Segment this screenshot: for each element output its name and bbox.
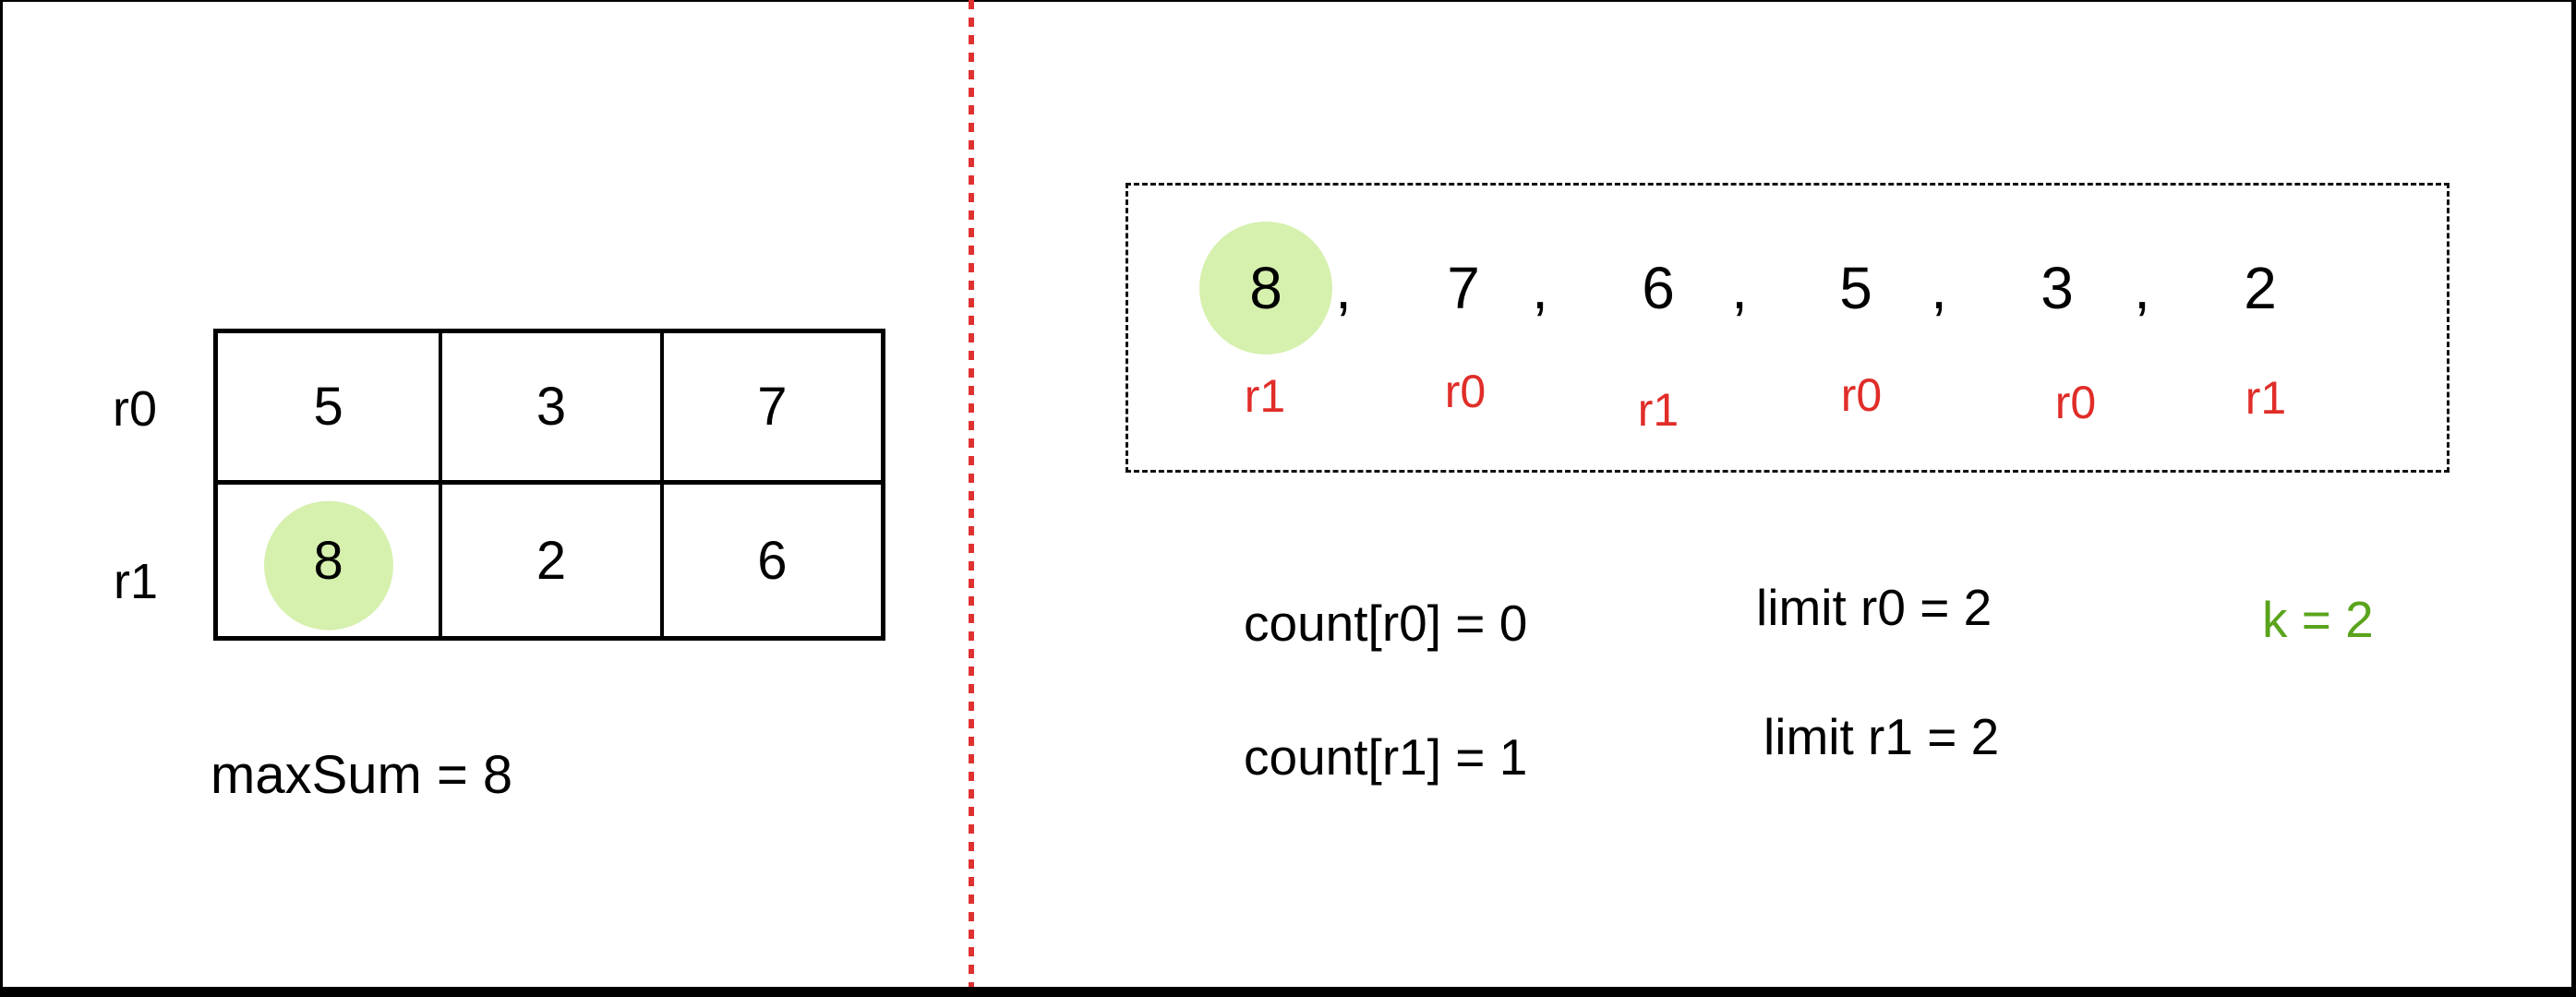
grid-cell-value: 2 [536, 530, 567, 591]
grid-cell-r1c0: 8 [218, 485, 439, 636]
count-r0-label: count[r0] = 0 [1244, 595, 1528, 652]
sequence-dashed-box [1125, 183, 2450, 473]
sequence-separator: , [2134, 255, 2150, 321]
grid-row-label-r0: r0 [112, 381, 157, 437]
sequence-separator: , [1931, 255, 1947, 321]
grid-cell-r0c1: 3 [439, 333, 660, 485]
grid-cell-value: 7 [757, 377, 788, 437]
highlight-circle [1199, 222, 1332, 354]
limit-r0-label: limit r0 = 2 [1756, 579, 1992, 636]
grid-cell-value: 8 [313, 530, 343, 591]
sequence-row-label: r1 [1244, 370, 1286, 422]
sequence-separator: , [1532, 255, 1548, 321]
red-dashed-divider [969, 0, 974, 987]
grid-cell-r1c1: 2 [439, 485, 659, 636]
sequence-value: 6 [1642, 255, 1675, 321]
sequence-value: 5 [1839, 255, 1872, 321]
grid-cell-value: 6 [757, 530, 788, 591]
sequence-row-label: r1 [1637, 384, 1679, 436]
sequence-separator: , [1731, 255, 1748, 321]
grid-cell-value: 3 [536, 377, 567, 437]
matrix-grid: 5 3 7 8 2 6 [213, 329, 885, 641]
sequence-value: 7 [1447, 255, 1480, 321]
grid-cell-r0c2: 7 [659, 333, 881, 485]
frame-border-top [0, 0, 2576, 2]
grid-cell-value: 5 [313, 377, 343, 437]
k-value-label: k = 2 [2262, 591, 2374, 648]
count-r1-label: count[r1] = 1 [1244, 728, 1528, 786]
sequence-value: 8 [1249, 255, 1282, 321]
sequence-row-label: r0 [2054, 377, 2097, 428]
frame-border-right [2571, 0, 2576, 997]
limit-r1-label: limit r1 = 2 [1763, 708, 2000, 765]
sequence-row-label: r0 [1444, 366, 1487, 417]
sequence-row-label: r0 [1840, 369, 1883, 421]
frame-border-bottom [0, 987, 2576, 997]
sequence-value: 2 [2244, 255, 2277, 321]
sequence-value: 3 [2040, 255, 2074, 321]
max-sum-label: maxSum = 8 [211, 745, 513, 805]
grid-cell-r1c2: 6 [659, 485, 881, 636]
grid-cell-r0c0: 5 [218, 333, 439, 485]
grid-row-label-r1: r1 [113, 554, 158, 609]
sequence-row-label: r1 [2245, 372, 2287, 424]
highlight-circle [263, 500, 393, 631]
sequence-separator: , [1335, 255, 1352, 321]
frame-border-left [0, 0, 3, 997]
